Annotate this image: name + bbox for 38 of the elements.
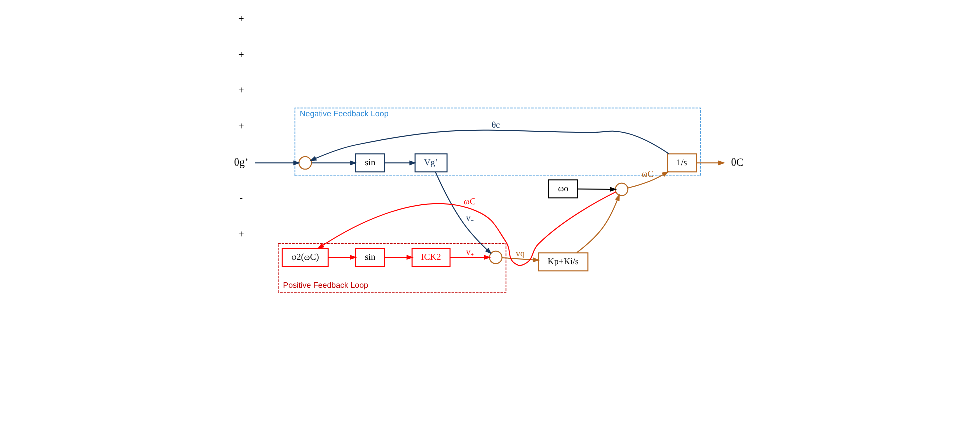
- arrow: [384, 160, 416, 166]
- edge-label: ωC: [464, 196, 476, 206]
- arrow: [384, 255, 414, 260]
- arrow: [576, 194, 620, 254]
- node-box: φ2(ωC): [281, 248, 328, 268]
- node-circle: [614, 182, 628, 196]
- edge-label: θc: [491, 120, 500, 130]
- label: -: [239, 194, 243, 205]
- edge-label: v₋: [466, 212, 474, 223]
- label: +: [238, 50, 244, 61]
- arrow: [434, 172, 492, 255]
- arrow: [696, 160, 725, 166]
- arrow: [316, 192, 616, 266]
- arrow: [327, 255, 357, 260]
- label: +: [238, 230, 244, 241]
- node-box: sin: [354, 248, 385, 268]
- node-box: ωo: [548, 180, 578, 199]
- node-box: Vg’: [414, 154, 448, 173]
- label: +: [238, 86, 244, 97]
- edge-label: v₊: [466, 246, 474, 257]
- edge-label: vq: [515, 248, 524, 258]
- arrow: [449, 255, 491, 260]
- node-box: Kp+Ki/s: [538, 252, 588, 272]
- arrow: [501, 257, 540, 262]
- node-circle: [488, 250, 502, 264]
- arrow: [576, 187, 617, 192]
- arrow: [254, 160, 300, 166]
- node-text: θg’: [234, 156, 248, 169]
- arrow: [310, 160, 357, 166]
- node-box: 1/s: [666, 154, 697, 173]
- node-box: ICK2: [411, 248, 450, 268]
- node-circle: [298, 156, 312, 170]
- node-box: sin: [354, 154, 385, 173]
- label: +: [238, 122, 244, 133]
- node-text: θC: [730, 156, 744, 169]
- label: +: [238, 14, 244, 25]
- arrow: [309, 130, 670, 162]
- arrow: [627, 171, 669, 189]
